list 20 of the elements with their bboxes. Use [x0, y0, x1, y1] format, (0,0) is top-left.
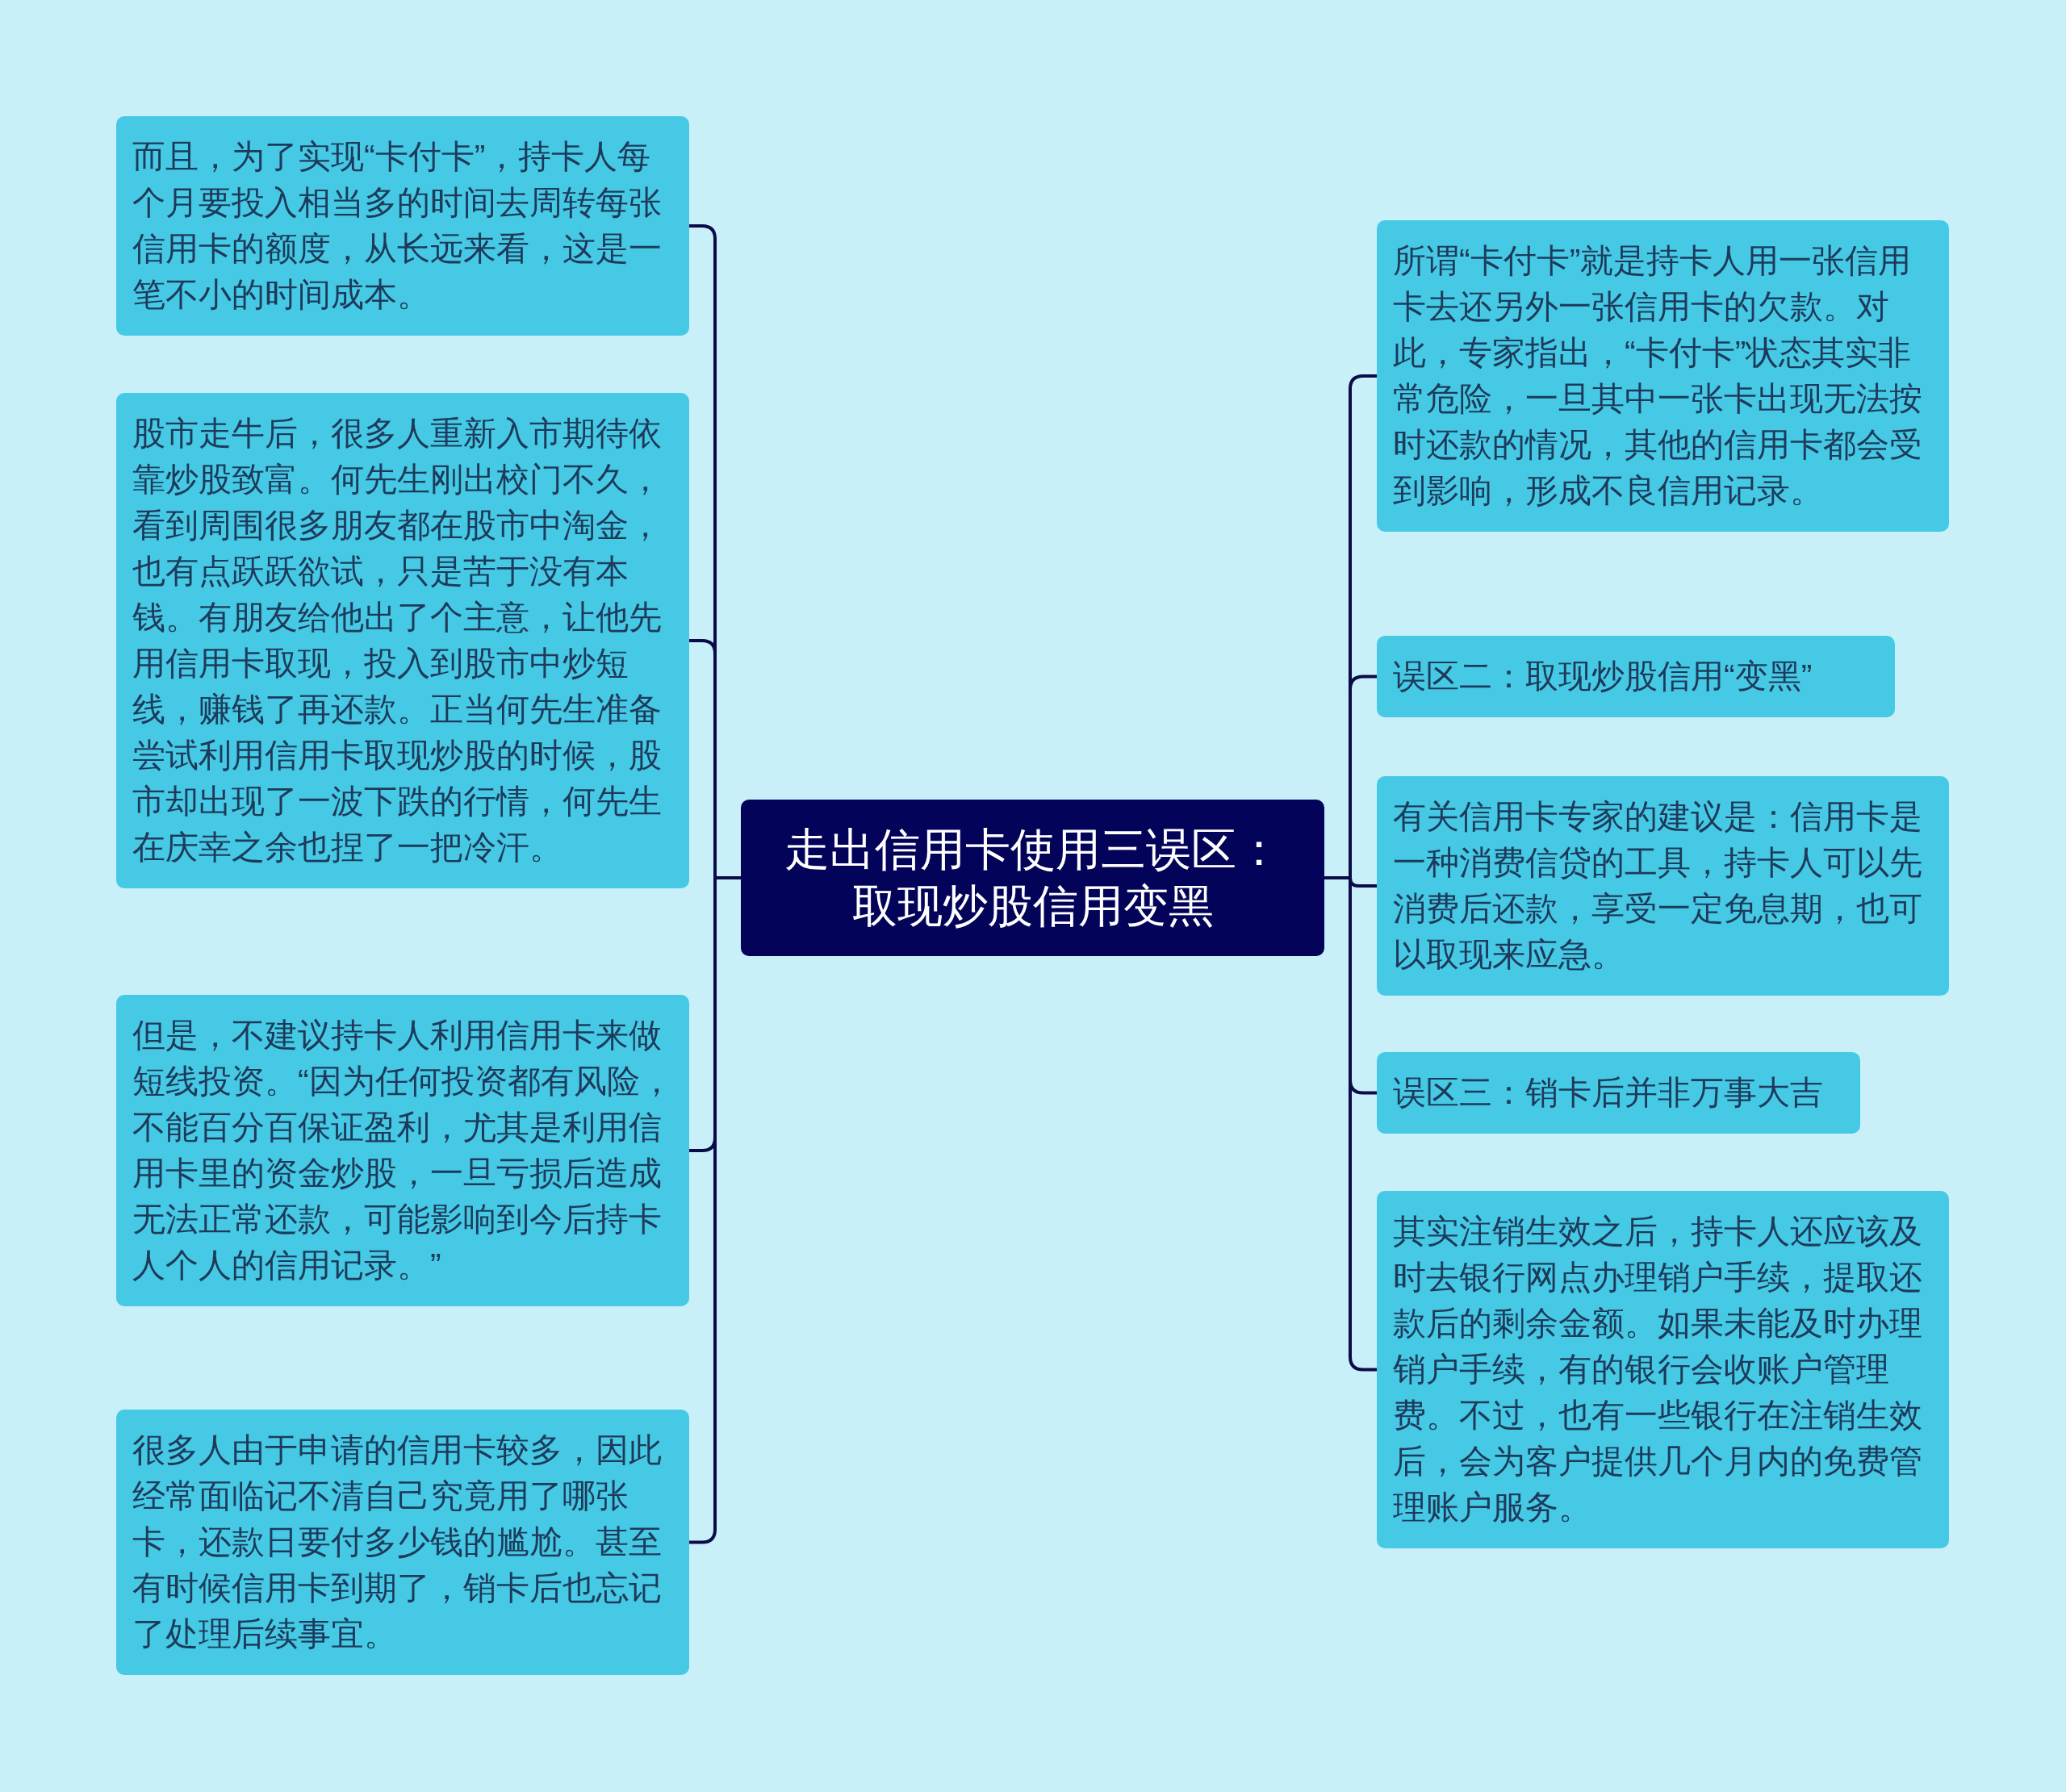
topic-box — [1377, 220, 1949, 532]
topic-box — [116, 1410, 689, 1675]
topic-text: 所谓“卡付卡”就是持卡人用一张信用卡去还另外一张信用卡的欠款。对此，专家指出，“卡付卡”状态其实非常危险，一旦其中一张卡出现无法按时还款的情况，其他的信用卡都会受到影响，形成不良信用记录。 — [1393, 241, 1923, 511]
topic-box — [116, 116, 689, 336]
topic-text: 而且，为了实现“卡付卡”，持卡人每个月要投入相当多的时间去周转每张信用卡的额度，从长远来看，这是一笔不小的时间成本。 — [132, 137, 663, 315]
topic-box — [1377, 776, 1949, 996]
topic-box — [1377, 1191, 1949, 1548]
topic-text: 但是，不建议持卡人利用信用卡来做短线投资。“因为任何投资都有风险，不能百分百保证盈利，尤其是利用信用卡里的资金炒股，一旦亏损后造成无法正常还款，可能影响到今后持卡人个人的信用记录。” — [132, 1016, 673, 1285]
topic-text: 其实注销生效之后，持卡人还应该及时去银行网点办理销户手续，提取还款后的剩余金额。如果未能及时办理销户手续，有的银行会收账户管理费。不过，也有一些银行在注销生效后，会为客户提供几个月内的免费管理账户服务。 — [1393, 1212, 1923, 1527]
central-topic-box — [741, 800, 1324, 956]
topic-text: 走出信用卡使用三误区：取现炒股信用变黑 — [783, 823, 1282, 933]
topic-box — [1377, 1052, 1860, 1134]
topic-text: 误区三：销卡后并非万事大吉 — [1393, 1073, 1824, 1113]
topic-text: 很多人由于申请的信用卡较多，因此经常面临记不清自己究竟用了哪张卡，还款日要付多少钱的尴尬。甚至有时候信用卡到期了，销卡后也忘记了处理后续事宜。 — [132, 1431, 663, 1654]
topic-box — [1377, 636, 1895, 717]
topic-box — [116, 393, 689, 888]
topic-box — [116, 995, 689, 1306]
topic-text: 有关信用卡专家的建议是：信用卡是一种消费信贷的工具，持卡人可以先消费后还款，享受一定免息期，也可以取现来应急。 — [1393, 797, 1923, 975]
topic-text: 股市走牛后，很多人重新入市期待依靠炒股致富。何先生刚出校门不久，看到周围很多朋友都在股市中淘金，也有点跃跃欲试，只是苦于没有本钱。有朋友给他出了个主意，让他先用信用卡取现，投入到股市中炒短线，赚钱了再还款。正当何先生准备尝试利用信用卡取现炒股的时候，股市却出现了一波下跌的行情，何先生在庆幸之余也捏了一把冷汗。 — [132, 414, 663, 867]
topic-text: 误区二：取现炒股信用“变黑” — [1393, 657, 1813, 696]
